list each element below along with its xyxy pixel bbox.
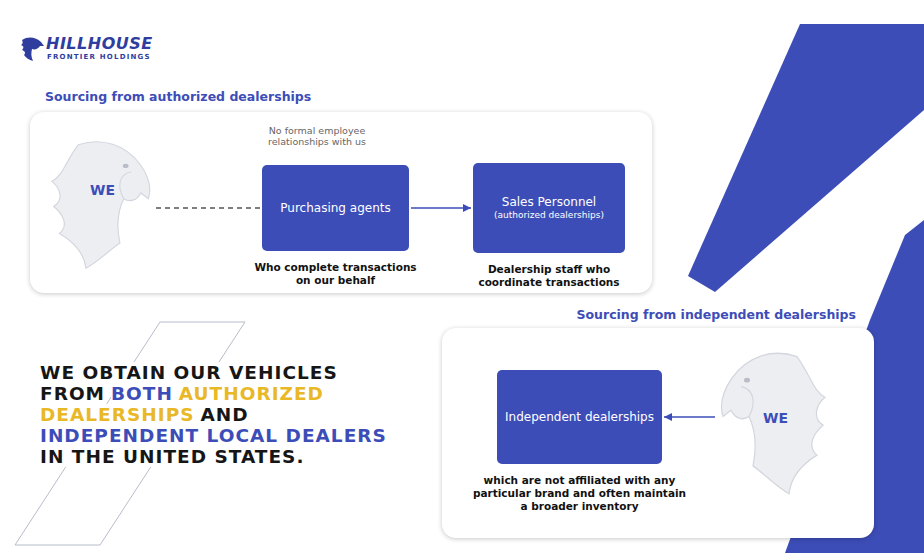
eagle-head (52, 142, 150, 268)
statement-text: DEALERSHIPS (40, 404, 195, 425)
box-text: Sales Personnel (502, 195, 596, 209)
process-box: Purchasing agentsWho complete transactio… (262, 165, 409, 251)
statement-line: FROM BOTH AUTHORIZED (40, 383, 393, 404)
panel-heading: Sourcing from independent dealerships (577, 307, 857, 322)
statement-text: IN THE UNITED STATES. (40, 446, 304, 467)
statement-text: BOTH (111, 383, 173, 404)
box-caption: Who complete transactions on our behalf (248, 261, 423, 287)
eagle-eye (123, 164, 129, 168)
panel-heading: Sourcing from authorized dealerships (45, 89, 311, 104)
eagle-feather-line (741, 387, 753, 417)
eagle-node: WE (717, 348, 827, 498)
eagle-node: WE (50, 137, 154, 272)
eagle-label: WE (763, 410, 788, 426)
statement-text: AND (200, 404, 248, 425)
process-box: Independent dealershipswhich are not aff… (497, 370, 662, 464)
box-subtext: (authorized dealerships) (494, 210, 604, 221)
statement-line: WE OBTAIN OUR VEHICLES (40, 362, 393, 383)
box-caption: which are not affiliated with any partic… (472, 474, 687, 513)
logo-subtitle: FRONTIER HOLDINGS (47, 53, 151, 61)
box-text: Purchasing agents (280, 201, 390, 215)
statement-line: IN THE UNITED STATES. (40, 446, 393, 467)
statement-text: FROM (40, 383, 105, 404)
box-text: Independent dealerships (505, 410, 654, 424)
statement-text: AUTHORIZED (179, 383, 324, 404)
note-text: No formal employee relationships with us (252, 126, 382, 148)
eagle-label: WE (90, 182, 115, 198)
statement-text: WE OBTAIN OUR VEHICLES (40, 362, 338, 383)
eagle-eye (744, 378, 750, 383)
eagle-illustration (50, 137, 154, 272)
blue-band (688, 24, 924, 292)
statement-block: WE OBTAIN OUR VEHICLESFROM BOTH AUTHORIZED… (40, 362, 393, 467)
panel: Independent dealerships which are not aff… (442, 328, 874, 538)
eagle-head (721, 353, 825, 493)
box-caption: Dealership staff who coordinate transact… (457, 263, 642, 289)
statement-text: INDEPENDENT LOCAL DEALERS (40, 425, 387, 446)
logo-eagle (21, 38, 44, 61)
statement-line: DEALERSHIPSAND (40, 404, 393, 425)
eagle-feather-line (120, 172, 131, 199)
logo-wordmark: HILLHOUSE (46, 34, 153, 53)
statement-line: INDEPENDENT LOCAL DEALERS (40, 425, 393, 446)
process-box: Sales Personnel(authorized dealerships)D… (473, 163, 625, 253)
